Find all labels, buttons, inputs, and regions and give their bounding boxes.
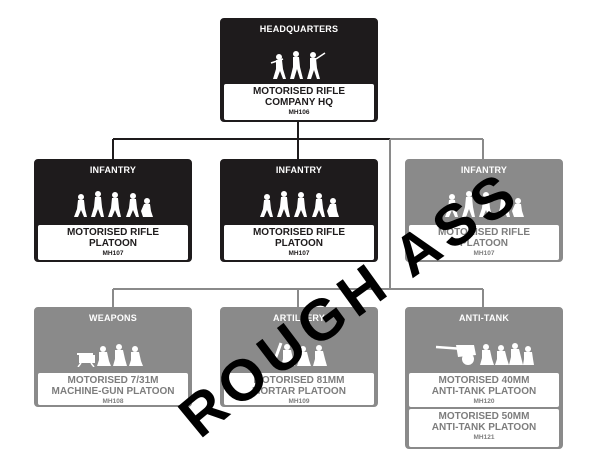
infantry-2-category: INFANTRY [275,165,323,175]
infantry-2-code: MH107 [288,250,310,257]
anti-tank-alt-code: MH121 [473,434,495,441]
weapons-category: WEAPONS [89,313,137,323]
weapons-code: MH108 [102,398,124,405]
hq-code: MH106 [288,109,310,116]
artillery-category: ARTILLERY [273,313,325,323]
anti-tank-category: ANTI-TANK [458,313,510,323]
infantry-3-category: INFANTRY [460,165,508,175]
mortar-team-icon [222,339,376,372]
infantry-3-code: MH107 [473,250,495,257]
machine-gun-team-icon [36,339,190,372]
infantry-1-category: INFANTRY [89,165,137,175]
artillery-code: MH109 [288,398,310,405]
soldiers-advancing-icon [222,49,376,86]
infantry-1-code: MH107 [102,250,124,257]
anti-tank-divider [409,407,559,409]
anti-tank-gun-icon [407,337,561,372]
infantry-squad-icon [407,189,561,224]
anti-tank-code: MH120 [473,398,495,405]
infantry-squad-icon [222,189,376,224]
infantry-squad-icon [36,189,190,224]
hq-category: HEADQUARTERS [259,24,339,34]
